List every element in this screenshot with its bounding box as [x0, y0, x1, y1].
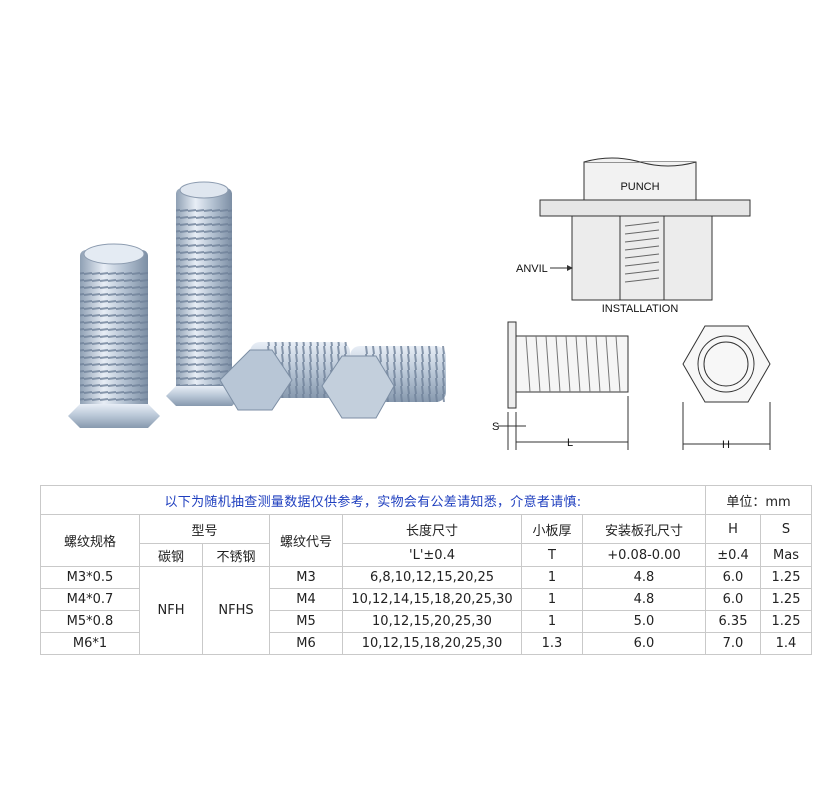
cell-t: 1: [521, 588, 583, 611]
header-s-sub: Mas: [760, 543, 812, 567]
spec-table: 以下为随机抽查测量数据仅供参考，实物会有公差请知悉，介意者请慎: 单位：mm 螺…: [40, 485, 812, 655]
cell-hole: 4.8: [582, 566, 706, 589]
cell-h: 7.0: [705, 632, 761, 655]
header-hole-tol: +0.08-0.00: [582, 543, 706, 567]
cell-t: 1.3: [521, 632, 583, 655]
cell-code: M4: [269, 588, 343, 611]
cell-lengths: 10,12,14,15,18,20,25,30: [342, 588, 522, 611]
anvil-label: ANVIL: [516, 263, 548, 275]
header-thread-code: 螺纹代号: [269, 514, 343, 567]
header-model: 型号: [139, 514, 270, 544]
header-h-tol: ±0.4: [705, 543, 761, 567]
table-row: M6*1 M6 10,12,15,18,20,25,30 1.3 6.0 7.0…: [40, 632, 812, 655]
header-min-sheet: 小板厚: [521, 514, 583, 544]
header-length-tol: 'L'±0.4: [342, 543, 522, 567]
cell-h: 6.0: [705, 566, 761, 589]
header-h: H: [705, 514, 761, 544]
header-thread-spec: 螺纹规格: [40, 514, 140, 567]
cell-s: 1.25: [760, 610, 812, 633]
cell-t: 1: [521, 566, 583, 589]
cell-model-carbon: NFH: [139, 566, 203, 655]
cell-spec: M3*0.5: [40, 566, 140, 589]
cell-s: 1.25: [760, 588, 812, 611]
hex-view-diagram: [682, 325, 771, 450]
cell-model-stainless: NFHS: [202, 566, 270, 655]
dim-s-label: S: [492, 421, 499, 433]
unit-label: 单位：mm: [705, 485, 812, 515]
cell-s: 1.25: [760, 566, 812, 589]
cell-lengths: 6,8,10,12,15,20,25: [342, 566, 522, 589]
header-s: S: [760, 514, 812, 544]
cell-hole: 6.0: [582, 632, 706, 655]
dim-h-label: H: [722, 439, 730, 451]
installation-caption: INSTALLATION: [602, 303, 679, 315]
dim-l-label: L: [567, 437, 573, 449]
cell-hole: 5.0: [582, 610, 706, 633]
stud-tall: [166, 181, 242, 406]
cell-h: 6.0: [705, 588, 761, 611]
cell-hole: 4.8: [582, 588, 706, 611]
header-length: 长度尺寸: [342, 514, 522, 544]
header-min-sheet-sym: T: [521, 543, 583, 567]
header-carbon-steel: 碳钢: [139, 543, 203, 567]
cell-spec: M6*1: [40, 632, 140, 655]
table-row: M3*0.5 NFH NFHS M3 6,8,10,12,15,20,25 1 …: [40, 566, 812, 655]
cell-spec: M4*0.7: [40, 588, 140, 611]
installation-diagram: [539, 157, 751, 301]
side-view-diagram: [498, 321, 629, 450]
product-photo: [68, 181, 446, 428]
cell-h: 6.35: [705, 610, 761, 633]
cell-code: M6: [269, 632, 343, 655]
header-hole: 安装板孔尺寸: [582, 514, 706, 544]
cell-t: 1: [521, 610, 583, 633]
punch-label: PUNCH: [620, 181, 659, 193]
table-row: M4*0.7 M4 10,12,14,15,18,20,25,30 1 4.8 …: [40, 588, 812, 611]
technical-drawings: PUNCH ANVIL INSTALLATION S L H: [492, 157, 771, 451]
cell-code: M5: [269, 610, 343, 633]
cell-lengths: 10,12,15,18,20,25,30: [342, 632, 522, 655]
cell-lengths: 10,12,15,20,25,30: [342, 610, 522, 633]
cell-code: M3: [269, 566, 343, 589]
notice-text: 以下为随机抽查测量数据仅供参考，实物会有公差请知悉，介意者请慎:: [40, 485, 706, 515]
cell-spec: M5*0.8: [40, 610, 140, 633]
stud-left: [68, 243, 160, 428]
stud-lying-2: [321, 346, 446, 419]
header-stainless: 不锈钢: [202, 543, 270, 567]
cell-s: 1.4: [760, 632, 812, 655]
